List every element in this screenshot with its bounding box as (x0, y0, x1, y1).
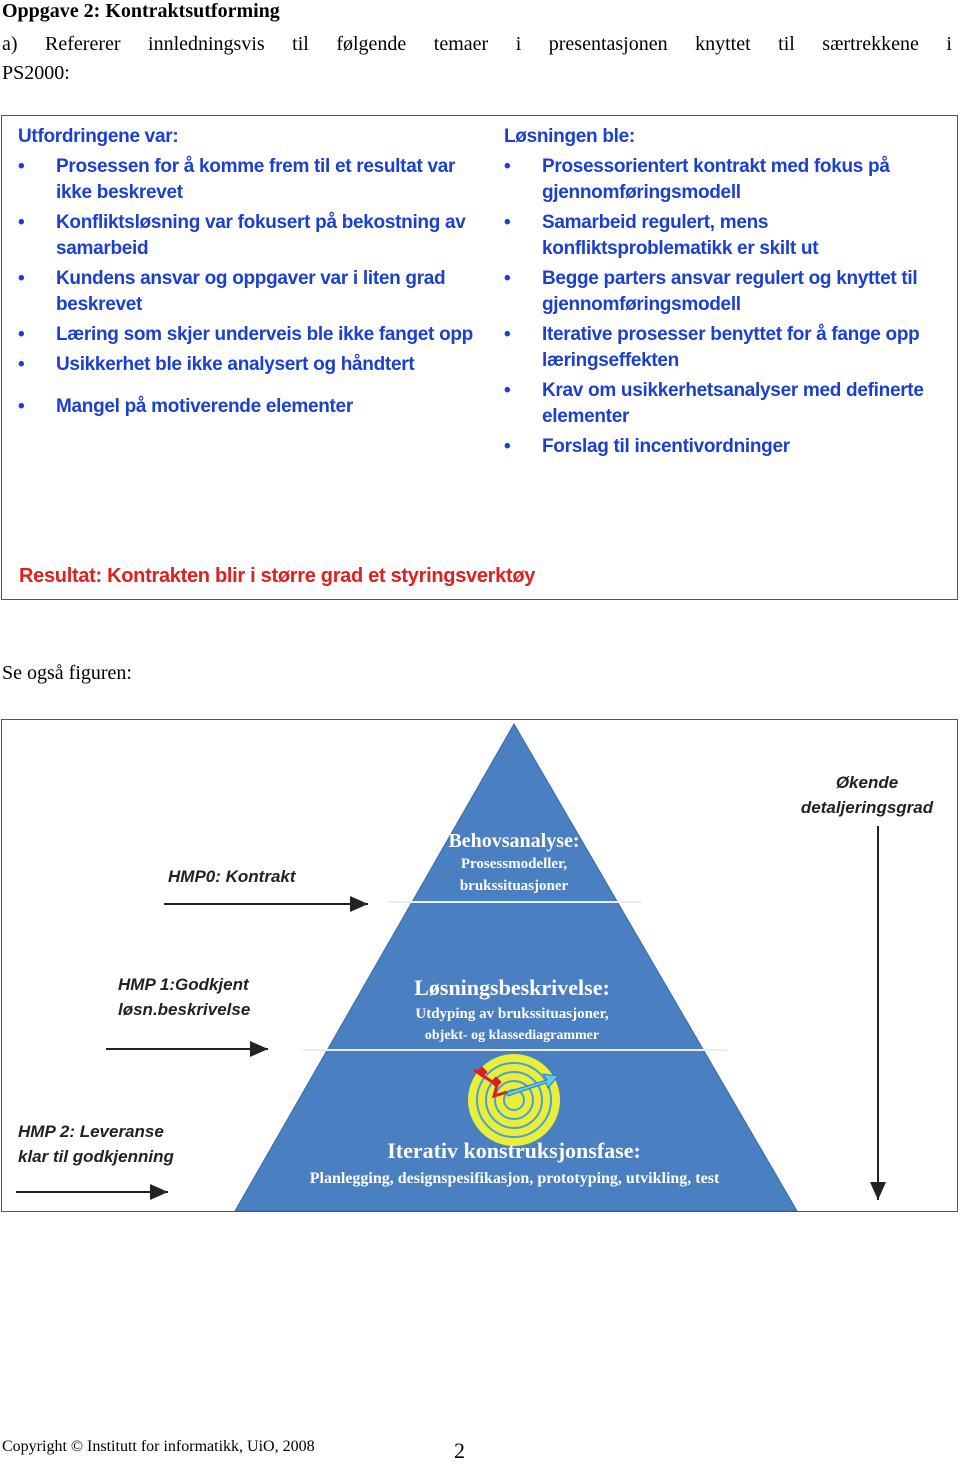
list-item: • Samarbeid regulert, mens konfliktsprobl… (504, 210, 944, 262)
challenges-list: • Prosessen for å komme frem til et resul… (18, 154, 483, 420)
bullet-icon: • (504, 212, 511, 233)
tier1-subtitle-1: Prosessmodeller, (460, 856, 568, 872)
solutions-list: • Prosessorientert kontrakt med fokus på … (504, 154, 944, 460)
intro-line-1: a) Refererer innledningsvis til følgende… (2, 33, 952, 55)
tier1-title: Behovsanalyse: (448, 830, 580, 852)
list-item-text: Usikkerhet ble ikke analysert og håndter… (56, 354, 415, 375)
bullet-icon: • (504, 380, 511, 401)
task-heading: Oppgave 2: Kontraktsutforming (2, 0, 280, 22)
list-item-text: Kundens ansvar og oppgaver var i liten g… (56, 268, 446, 315)
hmp1-label-2: løsn.beskrivelse (118, 1000, 251, 1019)
list-item-text: Prosessen for å komme frem til et result… (56, 156, 456, 203)
bullet-icon: • (18, 396, 25, 417)
list-item-text: Læring som skjer underveis ble ikke fang… (56, 324, 473, 345)
solutions-heading: Løsningen ble: (504, 126, 635, 147)
list-item: • Begge parters ansvar regulert og knytte… (504, 266, 944, 318)
bullet-icon: • (504, 268, 511, 289)
challenges-solutions-slide: Utfordringene var: • Prosessen for å komm… (1, 115, 958, 600)
list-item-text: Forslag til incentivordninger (542, 436, 790, 457)
bullet-icon: • (18, 354, 25, 375)
tier2-subtitle-1: Utdyping av brukssituasjoner, (415, 1006, 609, 1022)
detail-level-line-2: detaljeringsgrad (800, 798, 934, 817)
hmp0-label: HMP0: Kontrakt (168, 867, 296, 886)
hmp2-label-1: HMP 2: Leveranse (18, 1122, 164, 1141)
list-item-text: Krav om usikkerhetsanalyser med definert… (542, 380, 924, 427)
bullet-icon: • (504, 324, 511, 345)
intro-paragraph: a) Refererer innledningsvis til følgende… (2, 30, 952, 88)
pyramid-graphic (16, 722, 886, 1211)
pyramid-figure: Behovsanalyse: Prosessmodeller, brukssit… (1, 719, 958, 1212)
list-item: • Kundens ansvar og oppgaver var i liten … (18, 266, 483, 318)
list-item-text: Begge parters ansvar regulert og knyttet… (542, 268, 918, 315)
challenges-column: Utfordringene var: • Prosessen for å komm… (18, 126, 483, 424)
challenges-heading: Utfordringene var: (18, 126, 179, 147)
list-item-text: Samarbeid regulert, mens konfliktsproble… (542, 212, 819, 259)
target-icon (468, 1054, 560, 1146)
list-item: • Iterative prosesser benyttet for å fang… (504, 322, 944, 374)
bullet-icon: • (504, 436, 511, 457)
list-item: • Prosessen for å komme frem til et resul… (18, 154, 483, 206)
list-item-text: Iterative prosesser benyttet for å fange… (542, 324, 920, 371)
pyramid-shape (234, 722, 798, 1211)
tier3-title: Iterativ konstruksjonsfase: (387, 1138, 641, 1163)
list-item: • Læring som skjer underveis ble ikke fan… (18, 322, 483, 348)
solutions-column: Løsningen ble: • Prosessorientert kontrak… (504, 126, 944, 464)
tier3-subtitle: Planlegging, designspesifikasjon, protot… (309, 1170, 720, 1187)
bullet-icon: • (18, 324, 25, 345)
list-item: • Konfliktsløsning var fokusert på bekost… (18, 210, 483, 262)
list-item-text: Konfliktsløsning var fokusert på bekostn… (56, 212, 466, 259)
list-item-text: Prosessorientert kontrakt med fokus på g… (542, 156, 890, 203)
list-item: • Mangel på motiverende elementer (18, 394, 483, 420)
list-item: • Krav om usikkerhetsanalyser med definer… (504, 378, 944, 430)
detail-level-line-1: Økende (835, 773, 899, 792)
tier1-subtitle-2: brukssituasjoner (459, 878, 569, 894)
hmp1-label-1: HMP 1:Godkjent (118, 975, 249, 994)
tier2-subtitle-2: objekt- og klassediagrammer (424, 1028, 600, 1043)
bullet-icon: • (18, 156, 25, 177)
bullet-icon: • (18, 268, 25, 289)
result-statement: Resultat: Kontrakten blir i større grad … (19, 565, 536, 587)
tier2-title: Løsningsbeskrivelse: (414, 975, 610, 1000)
list-item: • Prosessorientert kontrakt med fokus på … (504, 154, 944, 206)
hmp2-label-2: klar til godkjenning (18, 1147, 174, 1166)
see-also-text: Se også figuren: (2, 662, 132, 684)
copyright-footer: Copyright © Institutt for informatikk, U… (2, 1438, 315, 1455)
list-item: • Forslag til incentivordninger (504, 434, 944, 460)
page-number: 2 (454, 1438, 465, 1463)
intro-line-2: PS2000: (2, 62, 70, 84)
list-item-text: Mangel på motiverende elementer (56, 396, 353, 417)
bullet-icon: • (504, 156, 511, 177)
detail-level-label: Økende detaljeringsgrad (792, 770, 942, 820)
bullet-icon: • (18, 212, 25, 233)
list-item: • Usikkerhet ble ikke analysert og håndte… (18, 352, 483, 378)
